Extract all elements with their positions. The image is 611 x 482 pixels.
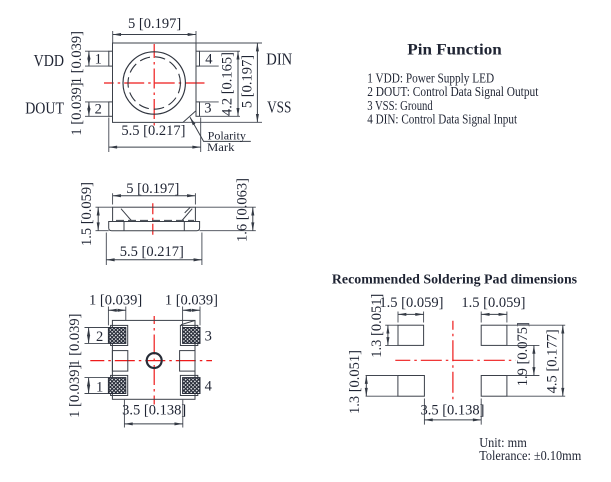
svg-text:4 DIN: Control Data Signal Inp: 4 DIN: Control Data Signal Input	[367, 111, 517, 126]
svg-text:1: 1	[95, 52, 102, 68]
svg-text:VSS: VSS	[267, 97, 291, 116]
svg-text:1.9 [0.075]: 1.9 [0.075]	[515, 322, 531, 386]
svg-text:Mark: Mark	[207, 142, 235, 154]
svg-text:1.5 [0.059]: 1.5 [0.059]	[461, 295, 525, 311]
svg-text:DOUT: DOUT	[25, 99, 64, 118]
svg-text:Pin Function: Pin Function	[407, 42, 502, 59]
svg-text:1 [0.039]: 1 [0.039]	[89, 292, 142, 308]
svg-text:3.5 [0.138]: 3.5 [0.138]	[420, 403, 484, 419]
svg-text:4.2 [0.165]: 4.2 [0.165]	[220, 52, 236, 116]
svg-text:1 [0.039]: 1 [0.039]	[69, 31, 85, 84]
svg-text:VDD: VDD	[34, 51, 64, 70]
svg-text:1.5 [0.059]: 1.5 [0.059]	[79, 182, 95, 246]
svg-text:5.5 [0.217]: 5.5 [0.217]	[120, 244, 184, 260]
svg-text:DIN: DIN	[266, 50, 292, 69]
svg-text:1 [0.039]: 1 [0.039]	[67, 314, 83, 367]
svg-text:Recommended Soldering Pad dime: Recommended Soldering Pad dimensions	[332, 273, 578, 288]
svg-text:3: 3	[205, 329, 212, 345]
svg-text:1.6 [0.063]: 1.6 [0.063]	[235, 178, 251, 242]
svg-text:1 [0.039]: 1 [0.039]	[69, 82, 85, 135]
svg-text:3.5 [0.138]: 3.5 [0.138]	[122, 403, 186, 419]
svg-text:3: 3	[204, 101, 211, 117]
svg-text:1.3 [0.051]: 1.3 [0.051]	[369, 294, 385, 358]
svg-text:2: 2	[96, 329, 103, 345]
svg-text:5 [0.197]: 5 [0.197]	[126, 181, 179, 197]
svg-text:1.5 [0.059]: 1.5 [0.059]	[379, 295, 443, 311]
svg-text:1 [0.039]: 1 [0.039]	[67, 365, 83, 418]
svg-text:4: 4	[205, 52, 213, 68]
svg-text:Polarity: Polarity	[208, 130, 247, 142]
svg-text:4.5 [0.177]: 4.5 [0.177]	[544, 329, 560, 393]
svg-text:Tolerance: ±0.10mm: Tolerance: ±0.10mm	[479, 448, 582, 463]
svg-text:1: 1	[96, 379, 103, 395]
svg-text:5 [0.197]: 5 [0.197]	[128, 16, 181, 32]
svg-text:1.3 [0.051]: 1.3 [0.051]	[347, 350, 363, 414]
svg-text:3 VSS: Ground: 3 VSS: Ground	[367, 98, 433, 113]
svg-text:5.5 [0.217]: 5.5 [0.217]	[121, 123, 185, 139]
svg-text:4: 4	[205, 378, 213, 394]
svg-text:2: 2	[95, 101, 102, 117]
svg-text:1 VDD: Power Supply LED: 1 VDD: Power Supply LED	[367, 70, 494, 85]
svg-text:5 [0.197]: 5 [0.197]	[240, 55, 256, 108]
svg-text:Unit: mm: Unit: mm	[479, 435, 527, 450]
svg-text:1 [0.039]: 1 [0.039]	[165, 292, 218, 308]
svg-text:2 DOUT: Control Data Signal Ou: 2 DOUT: Control Data Signal Output	[367, 84, 538, 99]
